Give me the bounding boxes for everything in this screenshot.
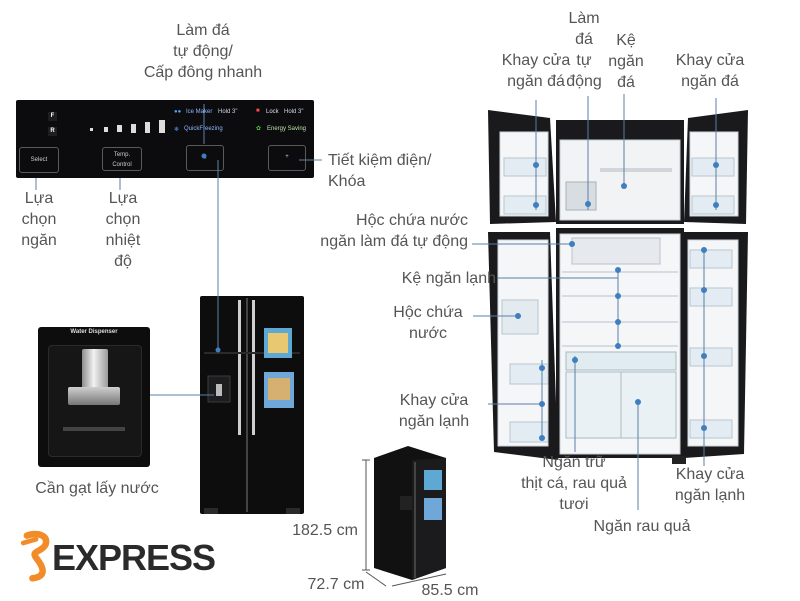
- energy-saving-label: Energy Saving: [267, 126, 307, 132]
- label-auto-icemaker: Làm đá tự động: [566, 10, 602, 90]
- quick-freezing-label: QuickFreezing: [184, 126, 223, 132]
- label-fridge-shelf: Kệ ngăn lạnh: [401, 270, 496, 287]
- fridge-indicator: R: [48, 127, 57, 136]
- label-water-lever: Cần gạt lấy nước: [35, 480, 159, 497]
- label-freezer-shelf: Kệ ngăn đá: [608, 32, 644, 91]
- water-lever[interactable]: [82, 349, 108, 394]
- lock-hold: Hold 3": [284, 109, 304, 115]
- label-select-temp: Lựa chọn nhiệt độ: [105, 190, 141, 270]
- freezer-indicator: F: [48, 112, 57, 121]
- label-water-tank: Hộc chứa nước: [393, 304, 463, 342]
- dimension-width: 85.5 cm: [421, 582, 479, 599]
- temp-level-bars: [90, 120, 170, 134]
- label-ice-door-tray-left: Khay cửa ngăn đá: [501, 52, 571, 90]
- label-meat-drawer: Ngăn trữ thịt cá, rau quả tươi: [521, 454, 627, 513]
- label-fridge-door-tray-left: Khay cửa ngăn lạnh: [398, 392, 470, 430]
- leader-dots: [201, 153, 719, 441]
- ice-maker-hold: Hold 3": [218, 109, 238, 115]
- ice-maker-label: Ice Maker: [186, 109, 213, 115]
- fridge-open: [488, 110, 748, 464]
- fridge-isometric: [374, 446, 446, 580]
- label-ice-door-tray-right: Khay cửa ngăn đá: [675, 52, 745, 90]
- dimension-depth: 72.7 cm: [307, 576, 365, 593]
- fridge-front-small: [200, 296, 304, 514]
- select-button[interactable]: Select: [19, 147, 59, 173]
- express-logo-icon: [20, 530, 50, 582]
- leaf-icon: ✿: [256, 126, 262, 132]
- logo-text: EXPRESS: [52, 537, 216, 578]
- lock-button[interactable]: +: [268, 145, 306, 171]
- ice-maker-button[interactable]: •: [186, 145, 224, 171]
- label-fridge-door-tray-right: Khay cửa ngăn lạnh: [674, 466, 746, 504]
- label-ice-water-tank: Hộc chứa nước ngăn làm đá tự động: [320, 212, 468, 250]
- ice-maker-icon: ●●: [174, 109, 182, 115]
- label-auto-ice: Làm đá tự động/ Cấp đông nhanh: [143, 22, 263, 81]
- lock-icon: ■: [256, 108, 260, 114]
- water-dispenser-closeup: Water Dispenser: [38, 327, 150, 467]
- label-veg-drawer: Ngăn rau quả: [593, 518, 691, 535]
- snowflake-icon: ❄: [174, 127, 180, 133]
- lock-label: Lock: [266, 109, 279, 115]
- temp-control-button[interactable]: Temp. Control: [102, 147, 142, 171]
- dispenser-title: Water Dispenser: [70, 329, 118, 335]
- label-select-comp: Lựa chọn ngăn: [21, 190, 57, 249]
- label-energy-lock: Tiết kiệm điện/ Khóa: [328, 152, 432, 190]
- dimension-lines: [362, 459, 447, 587]
- dimension-height: 182.5 cm: [292, 522, 358, 539]
- control-panel: F R ●● Ice Maker Hold 3" ❄ QuickFreezing…: [16, 100, 314, 178]
